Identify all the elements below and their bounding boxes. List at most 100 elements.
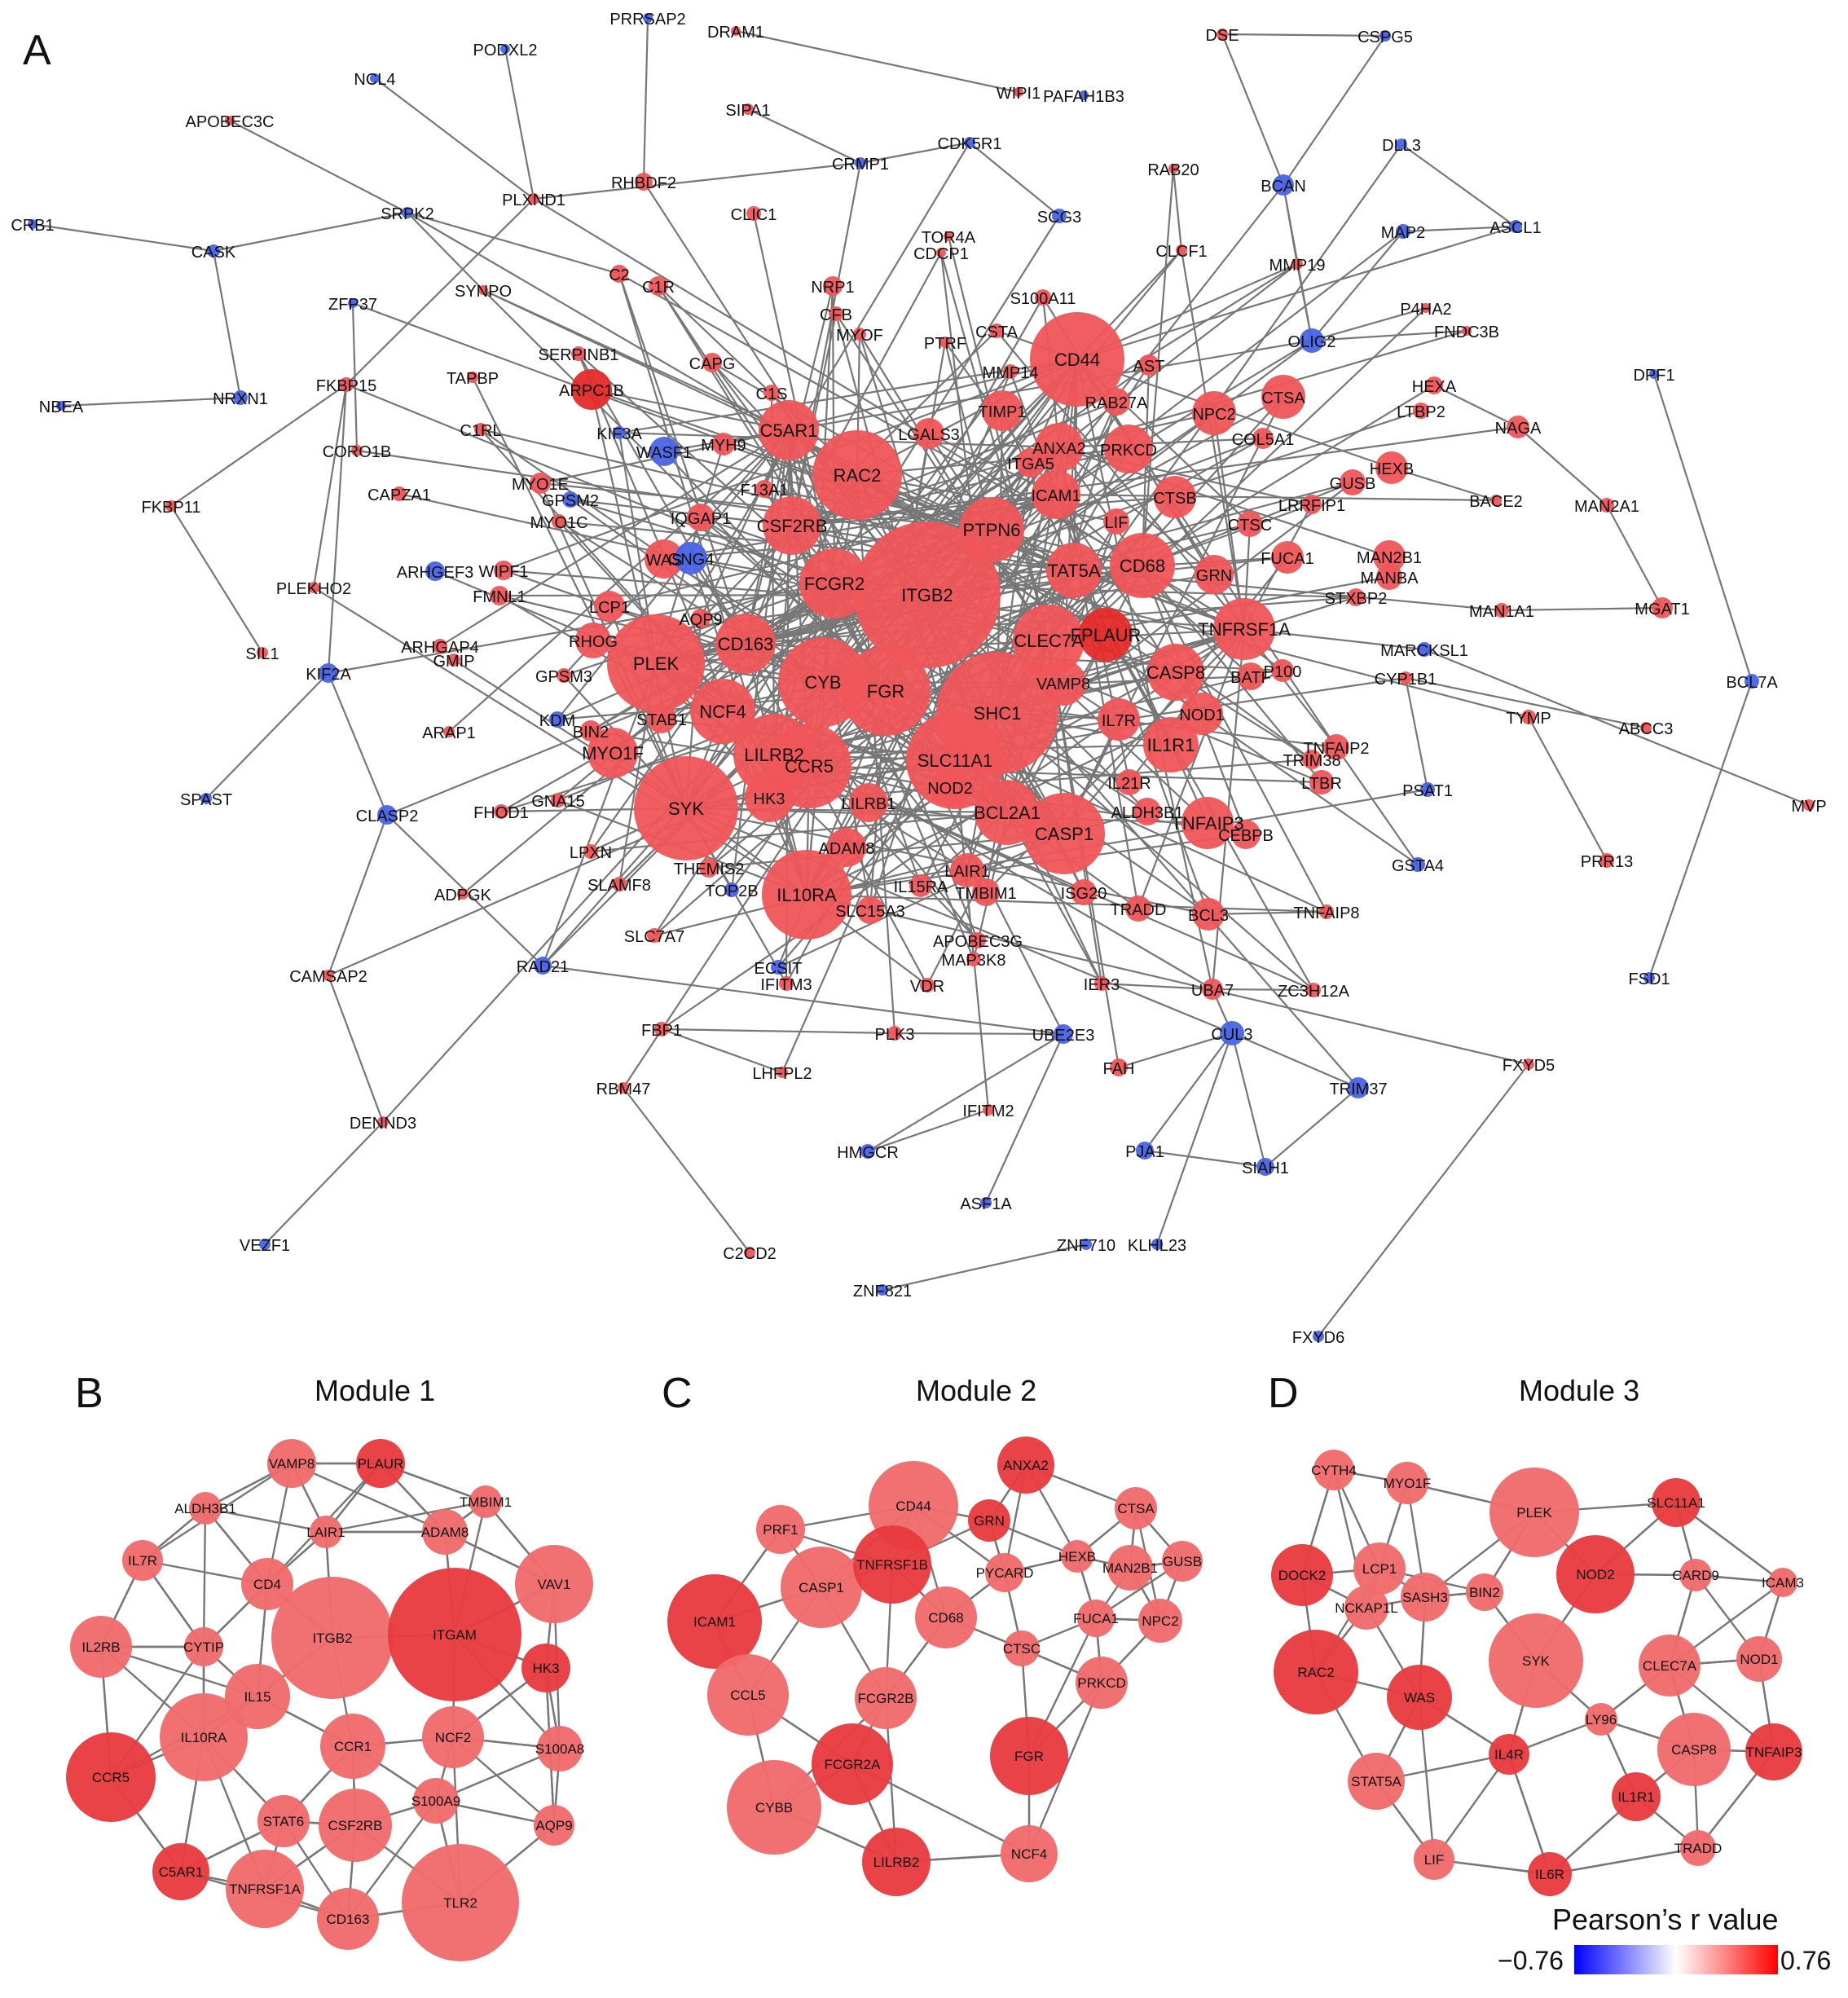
node-hexa (1425, 376, 1443, 394)
node-clic1 (746, 206, 761, 221)
node-label-bcl2a1: BCL2A1 (974, 803, 1041, 823)
node-wipf1 (494, 561, 513, 580)
node-c1s (763, 385, 780, 401)
node-label-aqp9: AQP9 (535, 1818, 572, 1833)
node-label-cytip: CYTIP (183, 1639, 224, 1655)
node-label-siah1: SIAH1 (1242, 1160, 1289, 1177)
node-fcgr2 (799, 548, 869, 618)
node-label-ltbp2: LTBP2 (1397, 403, 1445, 421)
node-label-gng4: GNG4 (668, 551, 715, 569)
panel-b-letter: B (75, 1370, 103, 1417)
node-label-wipi1: WIPI1 (997, 85, 1041, 103)
edge (1296, 263, 1313, 341)
node-ctsa (1115, 1487, 1157, 1529)
node-nrp1 (823, 276, 843, 296)
node-label-tmbim1: TMBIM1 (955, 885, 1017, 903)
node-arhgef3 (425, 561, 445, 581)
node-il2rb (70, 1616, 132, 1678)
node-ctsc (1237, 511, 1263, 537)
node-label-themis2: THEMIS2 (674, 860, 745, 878)
edge (1433, 1754, 1510, 1860)
node-marcksl1 (1417, 642, 1432, 657)
edge (1155, 1032, 1234, 1245)
edge (1230, 1032, 1267, 1168)
node-label-itgb2: ITGB2 (312, 1631, 352, 1646)
node-gusb (1162, 1541, 1203, 1582)
node-label-myo1f: MYO1F (582, 743, 644, 764)
node-label-f13a1: F13A1 (741, 482, 789, 500)
node-ast (1138, 354, 1159, 376)
node-fgr (841, 646, 931, 736)
node-label-rac2: RAC2 (1297, 1665, 1334, 1680)
node-label-dll3: DLL3 (1382, 137, 1421, 155)
node-label-bcan: BCAN (1261, 178, 1306, 196)
edge (1517, 426, 1608, 506)
edge (212, 250, 242, 398)
node-label-tnfaip8: TNFAIP8 (1293, 904, 1359, 922)
node-lair1 (950, 853, 984, 887)
edge (618, 273, 747, 645)
node-label-tnfrsf1a: TNFRSF1A (229, 1881, 301, 1897)
node-lif (1103, 508, 1129, 535)
node-label-npc2: NPC2 (1192, 406, 1235, 424)
node-label-ltbr: LTBR (1301, 775, 1342, 793)
edge (1652, 373, 1753, 682)
node-label-icam1: ICAM1 (1031, 487, 1080, 505)
node-label-ncl4: NCL4 (354, 71, 395, 89)
node-arhgap4 (433, 639, 447, 654)
node-label-lair1: LAIR1 (944, 863, 990, 881)
node-label-asf1a: ASF1A (960, 1195, 1012, 1213)
edge (374, 77, 535, 200)
node-uba7 (1202, 979, 1223, 1000)
node-label-fcgr2: FCGR2 (804, 574, 865, 594)
node-icam1 (1032, 470, 1080, 519)
node-label-capza1: CAPZA1 (367, 486, 431, 504)
node-cd68 (915, 1587, 977, 1648)
node-label-il2rb: IL2RB (81, 1639, 120, 1655)
node-label-map3k8: MAP3K8 (942, 952, 1006, 970)
node-label-cd163: CD163 (718, 634, 773, 654)
node-srpk2 (402, 207, 413, 218)
node-asf1a (980, 1197, 992, 1208)
node-label-tnfrsf1b: TNFRSF1B (856, 1557, 928, 1573)
legend-color-bar (1574, 1945, 1778, 1974)
edge (503, 358, 1078, 572)
node-label-plxnd1: PLXND1 (502, 191, 565, 209)
node-fmnl1 (490, 586, 509, 605)
node-label-plek: PLEK (1516, 1505, 1552, 1521)
node-adam8 (827, 828, 866, 867)
edge (1142, 565, 1322, 783)
node-cul3 (1220, 1021, 1244, 1045)
node-label-clec7a: CLEC7A (1643, 1658, 1697, 1674)
node-prkcd (1104, 425, 1153, 473)
edge (991, 529, 1313, 760)
node-label-hmgcr: HMGCR (837, 1144, 899, 1162)
node-man2a1 (1599, 498, 1614, 513)
node-label-cdk5r1: CDK5R1 (938, 135, 1002, 153)
node-label-ctsc: CTSC (1228, 517, 1272, 535)
node-label-adpgk: ADPGK (434, 887, 492, 904)
node-label-hk3: HK3 (754, 790, 785, 808)
node-label-nod1: NOD1 (1740, 1652, 1778, 1667)
node-label-manba: MANBA (1360, 570, 1419, 588)
node-plaur (356, 1439, 405, 1488)
edge (661, 628, 1245, 1030)
node-label-mmp19: MMP19 (1269, 257, 1326, 275)
node-fcgr2b (855, 1667, 917, 1729)
edge (1318, 1063, 1529, 1337)
node-label-ncf4: NCF4 (699, 702, 746, 722)
node-cyth4 (1313, 1450, 1354, 1490)
node-man2b1 (1373, 540, 1406, 573)
node-label-plek: PLEK (633, 654, 680, 674)
edge (1265, 1087, 1359, 1168)
node-label-was: WAS (1404, 1690, 1435, 1705)
node-map3k8 (966, 952, 981, 966)
node-label-itgam: ITGAM (433, 1627, 477, 1643)
node-hexb (1061, 1540, 1093, 1573)
edge (1423, 648, 1810, 807)
node-label-ncf4: NCF4 (1011, 1846, 1047, 1862)
edge (1144, 1149, 1266, 1168)
node-gpsm2 (562, 491, 579, 508)
edge (1212, 988, 1314, 992)
